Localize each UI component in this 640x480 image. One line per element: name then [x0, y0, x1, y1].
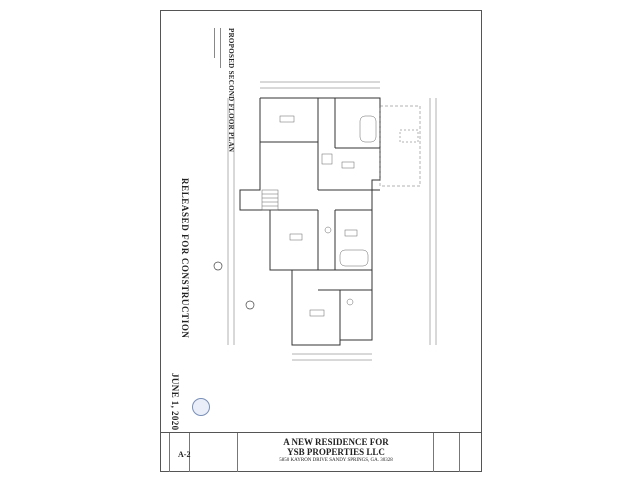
roof-below-outline: [399, 129, 419, 143]
toilet: [324, 226, 332, 234]
title-block-cell: [160, 433, 170, 472]
toilet: [346, 298, 354, 306]
title-block-cell: [434, 433, 460, 472]
section-marker: [213, 261, 223, 271]
floor-plan-drawing: [213, 81, 437, 361]
drawing-sheet: [160, 10, 482, 472]
sheet-number: A-2: [178, 450, 191, 459]
title-block-cell: [190, 433, 238, 472]
title-block-cell: [170, 433, 190, 472]
engineer-seal-logo: [192, 398, 210, 416]
project-name-block: A NEW RESIDENCE FOR YSB PROPERTIES LLC 5…: [238, 437, 434, 465]
room-label-mark: [309, 309, 325, 317]
room-label-mark: [279, 115, 295, 123]
bathtub: [339, 249, 369, 267]
title-block: [160, 432, 482, 472]
release-stamp: RELEASED FOR CONSTRUCTION: [180, 178, 190, 339]
room-label-mark: [344, 229, 358, 237]
section-marker: [245, 300, 255, 310]
room-label-mark: [289, 233, 303, 241]
project-address: 5850 KAYRON DRIVE SANDY SPRINGS, GA. 303…: [279, 458, 393, 463]
title-block-cell: [460, 433, 481, 472]
room-label-mark: [341, 161, 355, 169]
bathtub: [359, 115, 377, 143]
roof-below-outline: [379, 105, 421, 187]
stair: [261, 189, 279, 211]
project-title-line2: YSB PROPERTIES LLC: [287, 447, 385, 457]
project-title-line1: A NEW RESIDENCE FOR: [283, 437, 389, 447]
release-date: JUNE 1, 2020: [170, 373, 180, 431]
shower: [321, 153, 333, 165]
title-block-cell: [238, 433, 434, 472]
plan-scale-note: [214, 28, 226, 68]
outer-wall: [239, 97, 381, 346]
